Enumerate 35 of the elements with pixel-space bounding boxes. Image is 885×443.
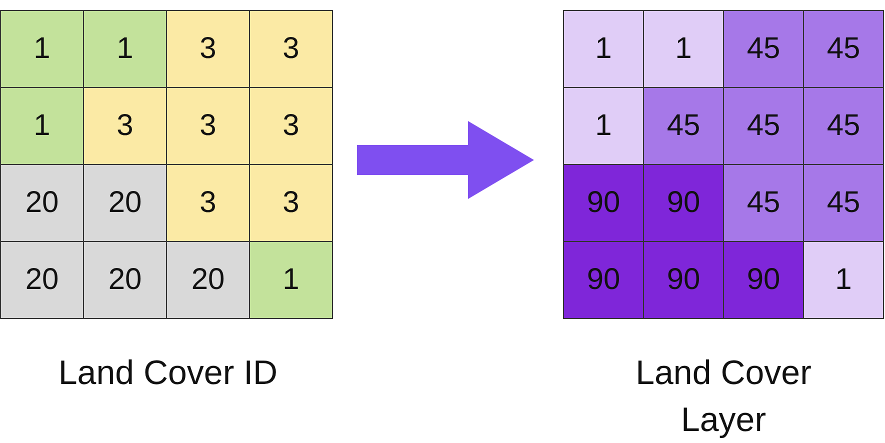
grid-cell: 90	[644, 242, 724, 319]
grid-cell: 45	[724, 165, 804, 242]
grid-cell: 20	[84, 242, 167, 319]
grid-caption: Land Cover ID	[57, 353, 279, 394]
grid-cell: 1	[250, 242, 333, 319]
grid-cell: 45	[804, 165, 884, 242]
grid-cell: 1	[804, 242, 884, 319]
grid-cell: 20	[84, 165, 167, 242]
grid-cell: 1	[564, 88, 644, 165]
grid-cell: 3	[250, 11, 333, 88]
grid-cell: 20	[1, 242, 84, 319]
grid-cell: 1	[644, 11, 724, 88]
grid-cell: 20	[167, 242, 250, 319]
grid-cell: 1	[564, 11, 644, 88]
grid-cell: 3	[167, 88, 250, 165]
grid-cell: 90	[644, 165, 724, 242]
grid-cell: 90	[564, 242, 644, 319]
grid-cell: 90	[564, 165, 644, 242]
grid-cell: 45	[644, 88, 724, 165]
grid-cell: 45	[724, 11, 804, 88]
grid-cell: 3	[250, 165, 333, 242]
grid-cell: 1	[1, 11, 84, 88]
grid-cell: 3	[167, 11, 250, 88]
grid-caption: Land Cover Layer	[634, 353, 812, 441]
grid-cell: 1	[1, 88, 84, 165]
grid-cell: 3	[84, 88, 167, 165]
grid-cell: 1	[84, 11, 167, 88]
grid-cell: 45	[804, 88, 884, 165]
grid-cell: 45	[804, 11, 884, 88]
grid-cell: 3	[250, 88, 333, 165]
arrow	[357, 121, 534, 199]
grid-cell: 45	[724, 88, 804, 165]
grid-cell: 3	[167, 165, 250, 242]
grid-cell: 90	[724, 242, 804, 319]
grid-cell: 20	[1, 165, 84, 242]
